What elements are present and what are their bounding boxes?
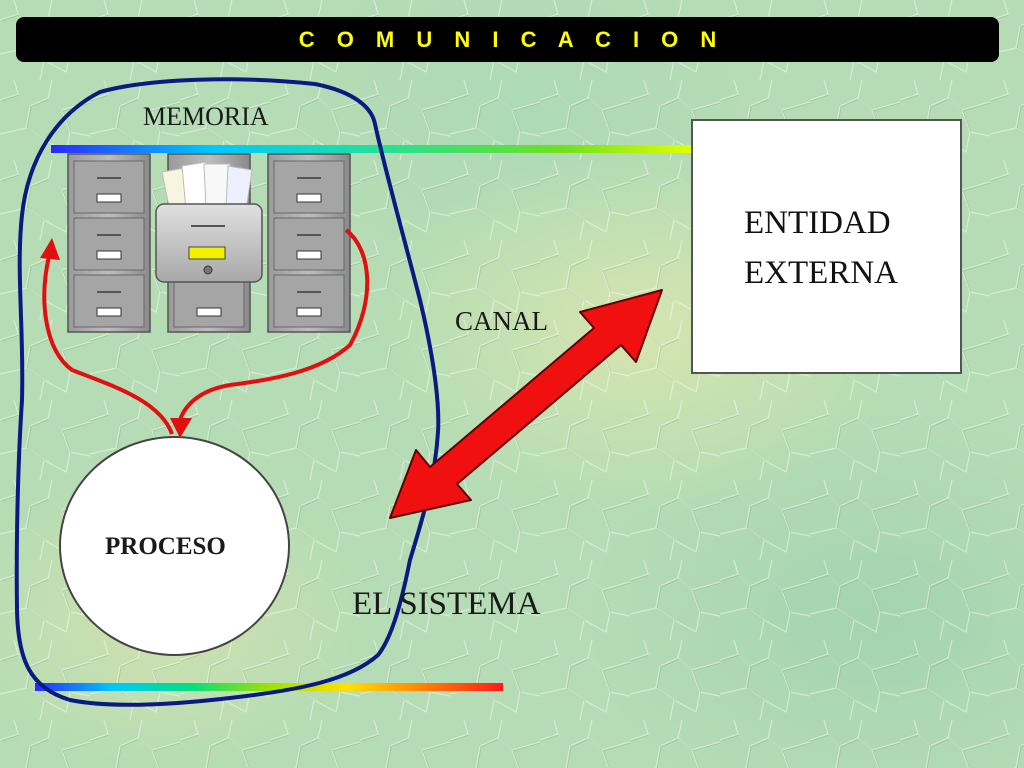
external-entity-box bbox=[691, 119, 962, 374]
filing-cabinet-left-icon bbox=[67, 153, 151, 333]
channel-label: CANAL bbox=[455, 306, 548, 336]
filing-cabinet-right-icon bbox=[267, 153, 351, 333]
process-label: PROCESO bbox=[105, 533, 226, 560]
channel-double-arrow bbox=[389, 289, 663, 519]
slide-title: C O M U N I C A C I O N bbox=[298, 26, 725, 52]
external-entity-line2: EXTERNA bbox=[744, 255, 898, 291]
memory-process-flow-arrows bbox=[40, 228, 370, 438]
system-label: EL SISTEMA bbox=[352, 586, 541, 622]
rainbow-line-top bbox=[51, 145, 691, 153]
external-entity-label: ENTIDAD EXTERNA bbox=[744, 198, 898, 298]
process-circle bbox=[59, 436, 290, 656]
rainbow-line-bottom bbox=[35, 683, 503, 691]
filing-cabinet-open-icon bbox=[155, 153, 263, 333]
memory-label: MEMORIA bbox=[143, 102, 269, 131]
system-boundary-outline bbox=[14, 77, 441, 707]
title-bar: C O M U N I C A C I O N bbox=[16, 17, 999, 62]
external-entity-line1: ENTIDAD bbox=[744, 205, 891, 241]
